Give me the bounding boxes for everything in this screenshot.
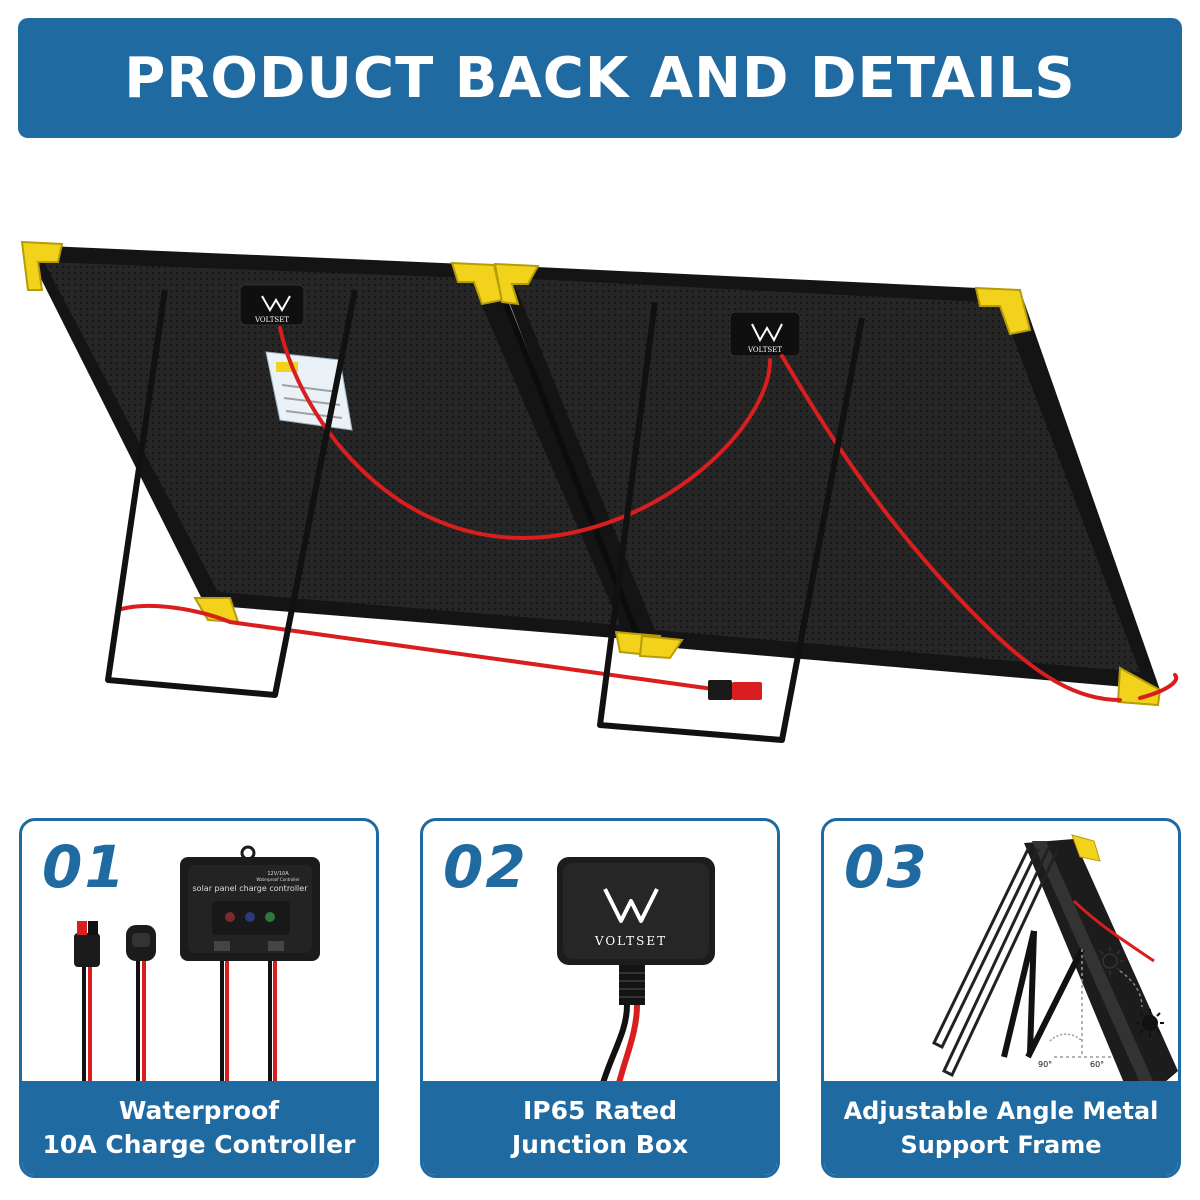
feature-caption-line2: Support Frame xyxy=(900,1131,1102,1159)
svg-text:60°: 60° xyxy=(1090,1060,1104,1069)
charging-led xyxy=(225,912,235,922)
solar-led xyxy=(245,912,255,922)
sun-filled-icon xyxy=(1136,1009,1164,1037)
feature-caption-line2: Junction Box xyxy=(511,1130,689,1159)
svg-text:VOLTSET: VOLTSET xyxy=(594,934,667,948)
page-title: PRODUCT BACK AND DETAILS xyxy=(124,45,1076,111)
feature-caption: Adjustable Angle Metal Support Frame xyxy=(824,1081,1178,1175)
feature-number: 03 xyxy=(844,833,929,901)
sae-plug-icon xyxy=(126,925,156,1083)
solar-panel-back-illustration: VOLTSET VOLTSET xyxy=(20,240,1179,743)
cables xyxy=(116,326,1179,702)
battery-icon xyxy=(268,941,284,951)
feature-card-junction-box: VOLTSET 02 IP65 Rated Junction Box xyxy=(420,818,780,1178)
svg-text:90°: 90° xyxy=(1038,1060,1052,1069)
anderson-plug-icon xyxy=(74,921,100,1083)
feature-caption-line1: Adjustable Angle Metal xyxy=(843,1097,1159,1125)
voltset-logo-icon xyxy=(603,888,659,923)
junction-box-illustration: VOLTSET xyxy=(557,857,715,1083)
feature-number: 02 xyxy=(443,833,528,901)
right-panel xyxy=(495,265,1160,690)
feature-caption: Waterproof 10A Charge Controller xyxy=(22,1081,376,1175)
charged-led xyxy=(265,912,275,922)
junction-box-right: VOLTSET xyxy=(729,311,801,357)
sun-outline-icon xyxy=(1096,947,1124,975)
feature-card-charge-controller: solar panel charge controller 12V/10A Wa… xyxy=(19,818,379,1178)
corner-protectors xyxy=(20,240,1162,707)
svg-text:Waterproof Controller: Waterproof Controller xyxy=(256,877,300,882)
charge-controller-illustration: solar panel charge controller 12V/10A Wa… xyxy=(74,845,320,1083)
stand-legs xyxy=(105,289,865,743)
feature-caption-line1: IP65 Rated xyxy=(522,1096,678,1125)
svg-text:solar panel charge controller: solar panel charge controller xyxy=(193,884,309,893)
svg-text:VOLTSET: VOLTSET xyxy=(747,346,782,354)
feature-caption-line1: Waterproof xyxy=(118,1096,280,1125)
junction-box-left: VOLTSET xyxy=(239,284,305,326)
svg-text:VOLTSET: VOLTSET xyxy=(254,316,289,324)
corner-protector-icon xyxy=(1071,834,1101,862)
solar-icon xyxy=(214,941,230,951)
feature-number: 01 xyxy=(42,833,127,901)
support-frame-illustration: 90° 60° xyxy=(932,834,1178,1083)
angle-diagram: 90° 60° xyxy=(1001,930,1114,1069)
anderson-connector xyxy=(708,680,762,700)
header-banner: PRODUCT BACK AND DETAILS xyxy=(18,18,1182,138)
svg-text:12V/10A: 12V/10A xyxy=(267,871,289,877)
feature-card-support-frame: 90° 60° 03 Adjustable Angle Metal Suppor… xyxy=(821,818,1181,1178)
feature-caption: IP65 Rated Junction Box xyxy=(423,1081,777,1175)
feature-caption-line2: 10A Charge Controller xyxy=(42,1130,356,1159)
